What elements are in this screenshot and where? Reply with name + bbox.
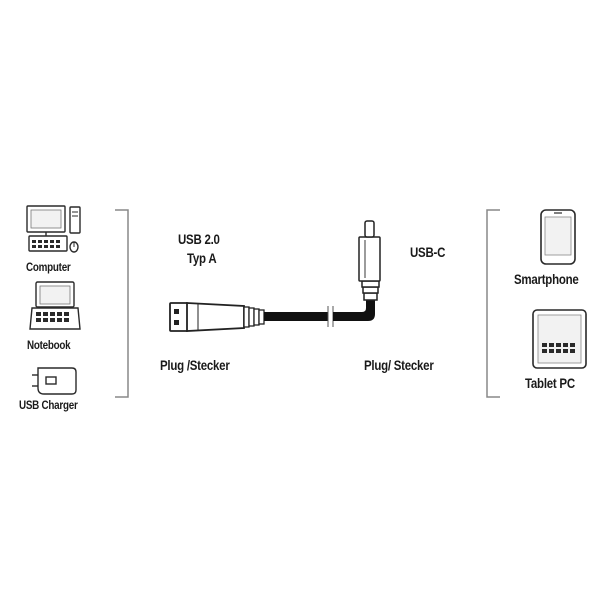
usb-c-caption: Plug/ Stecker — [364, 357, 434, 373]
usb-c-title: USB-C — [410, 244, 446, 260]
usb-charger-label: USB Charger — [19, 398, 78, 412]
usb-a-title-line1: USB 2.0 — [178, 231, 220, 247]
tablet-label: Tablet PC — [525, 375, 575, 391]
notebook-icon — [29, 281, 81, 330]
usb-a-title-line2: Typ A — [187, 250, 217, 266]
tablet-icon — [532, 309, 587, 369]
notebook-label: Notebook — [27, 338, 71, 352]
smartphone-label: Smartphone — [514, 271, 579, 287]
usb-a-caption: Plug /Stecker — [160, 357, 230, 373]
computer-label: Computer — [26, 260, 71, 274]
usb-charger-icon — [32, 367, 77, 395]
usb-c-plug-icon — [358, 220, 381, 301]
left-bracket — [115, 209, 129, 398]
smartphone-icon — [540, 209, 576, 265]
cable — [264, 300, 375, 327]
usb-a-plug-icon — [169, 302, 265, 332]
right-bracket — [486, 209, 500, 398]
computer-icon — [26, 205, 81, 253]
